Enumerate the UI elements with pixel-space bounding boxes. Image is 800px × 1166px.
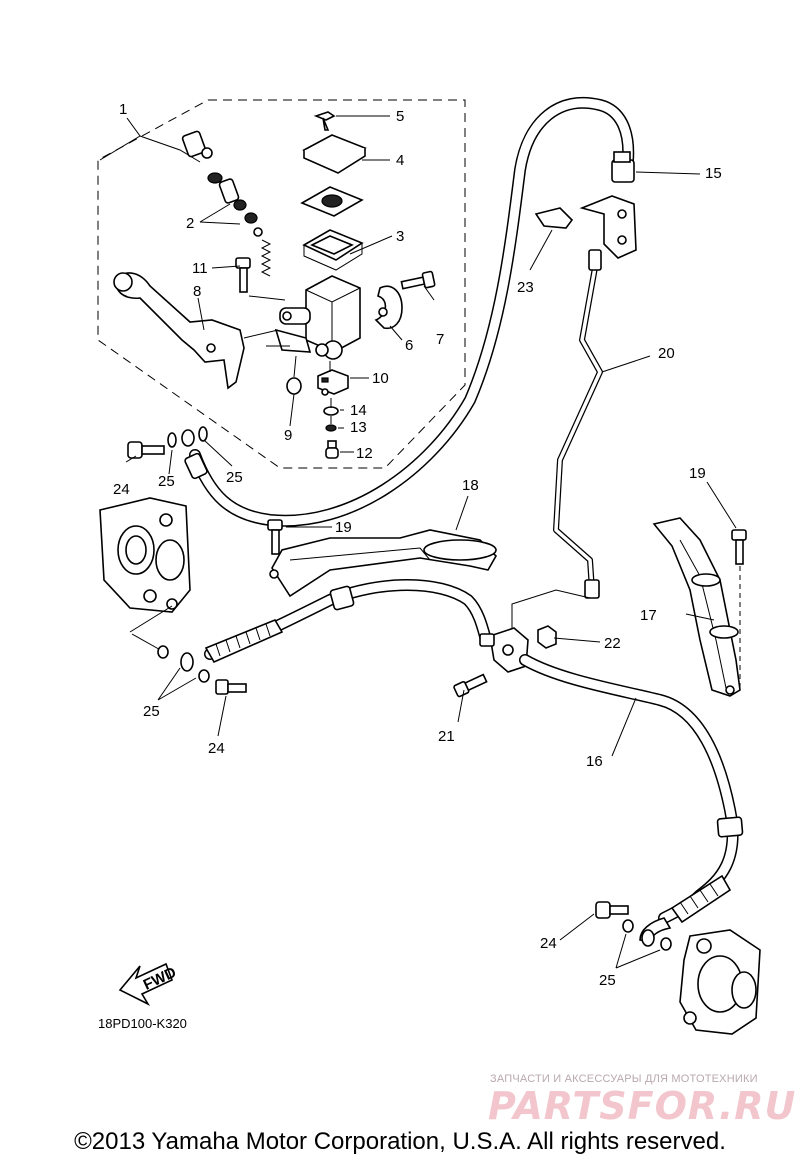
joint-bolt-part bbox=[453, 673, 488, 698]
dust-boot-part bbox=[286, 377, 302, 395]
watermark-tagline: ЗАПЧАСТИ И АКСЕССУАРЫ ДЛЯ МОТОТЕХНИКИ bbox=[490, 1073, 758, 1085]
cylinder-body-part bbox=[274, 275, 361, 360]
guide-bolt-part bbox=[267, 519, 283, 555]
fwd-arrow-icon: FWD bbox=[118, 962, 179, 1006]
callout-7: 7 bbox=[436, 331, 444, 348]
callout-19b: 19 bbox=[689, 465, 706, 482]
callout-10: 10 bbox=[372, 370, 389, 387]
copper-washer-part bbox=[167, 432, 177, 448]
callout-19a: 19 bbox=[335, 519, 352, 536]
callout-23: 23 bbox=[517, 279, 534, 296]
banjo-bolt-part bbox=[127, 441, 165, 459]
callout-3: 3 bbox=[396, 228, 404, 245]
callout-22: 22 bbox=[604, 635, 621, 652]
leader-lines bbox=[99, 115, 737, 969]
callout-24b: 24 bbox=[208, 740, 225, 757]
callout-6: 6 bbox=[405, 337, 413, 354]
assembly-boundary bbox=[97, 99, 466, 469]
right-hose-guide-part bbox=[652, 517, 741, 697]
drawing-code: 18PD100-K320 bbox=[98, 1016, 187, 1031]
callout-13: 13 bbox=[350, 419, 367, 436]
hose-bracket-part bbox=[534, 195, 637, 259]
brake-pipe-part bbox=[553, 249, 603, 599]
callout-9: 9 bbox=[284, 427, 292, 444]
callouts: 1 2 3 4 5 6 7 8 9 10 11 12 13 14 15 16 1… bbox=[113, 101, 722, 989]
callout-8: 8 bbox=[193, 283, 201, 300]
right-banjo-bolt-part bbox=[595, 901, 629, 919]
screw-part bbox=[325, 440, 339, 459]
callout-12: 12 bbox=[356, 445, 373, 462]
oring-part bbox=[325, 424, 337, 432]
brake-hose-joint-part bbox=[479, 589, 591, 673]
callout-25b: 25 bbox=[226, 469, 243, 486]
callout-25c: 25 bbox=[143, 703, 160, 720]
cap-screw-part bbox=[313, 111, 336, 131]
holder-clamp-part bbox=[374, 285, 403, 330]
right-guide-bolt-part bbox=[731, 529, 747, 565]
callout-2: 2 bbox=[186, 215, 194, 232]
callout-17: 17 bbox=[640, 607, 657, 624]
callout-14: 14 bbox=[350, 402, 367, 419]
callout-25a: 25 bbox=[158, 473, 175, 490]
master-cylinder-assembly bbox=[113, 111, 436, 459]
copyright-notice: ©2013 Yamaha Motor Corporation, U.S.A. A… bbox=[74, 1128, 726, 1155]
callout-25d: 25 bbox=[599, 972, 616, 989]
left-caliper-part bbox=[99, 497, 191, 613]
caliper-banjo-bolt-part bbox=[215, 679, 247, 695]
right-caliper-part bbox=[679, 929, 761, 1035]
hose-guide-part bbox=[269, 529, 497, 598]
callout-1: 1 bbox=[119, 101, 127, 118]
callout-4: 4 bbox=[396, 152, 404, 169]
callout-24a: 24 bbox=[113, 481, 130, 498]
callout-18: 18 bbox=[462, 477, 479, 494]
callout-16: 16 bbox=[586, 753, 603, 770]
callout-20: 20 bbox=[658, 345, 675, 362]
callout-21: 21 bbox=[438, 728, 455, 745]
brake-lever-part bbox=[115, 272, 245, 390]
watermark-brand: PARTSFOR.RU bbox=[488, 1084, 797, 1128]
piston-kit-part bbox=[181, 130, 272, 277]
callout-11: 11 bbox=[192, 260, 208, 277]
left-brake-hose bbox=[157, 579, 492, 695]
clamp-bolt-part bbox=[400, 270, 436, 290]
pivot-bolt-part bbox=[235, 257, 251, 293]
callout-24c: 24 bbox=[540, 935, 557, 952]
joint-nut-part bbox=[537, 625, 557, 649]
callout-5: 5 bbox=[396, 108, 404, 125]
callout-15: 15 bbox=[705, 165, 722, 182]
brake-switch-part bbox=[317, 369, 349, 396]
washer-part bbox=[323, 406, 339, 416]
